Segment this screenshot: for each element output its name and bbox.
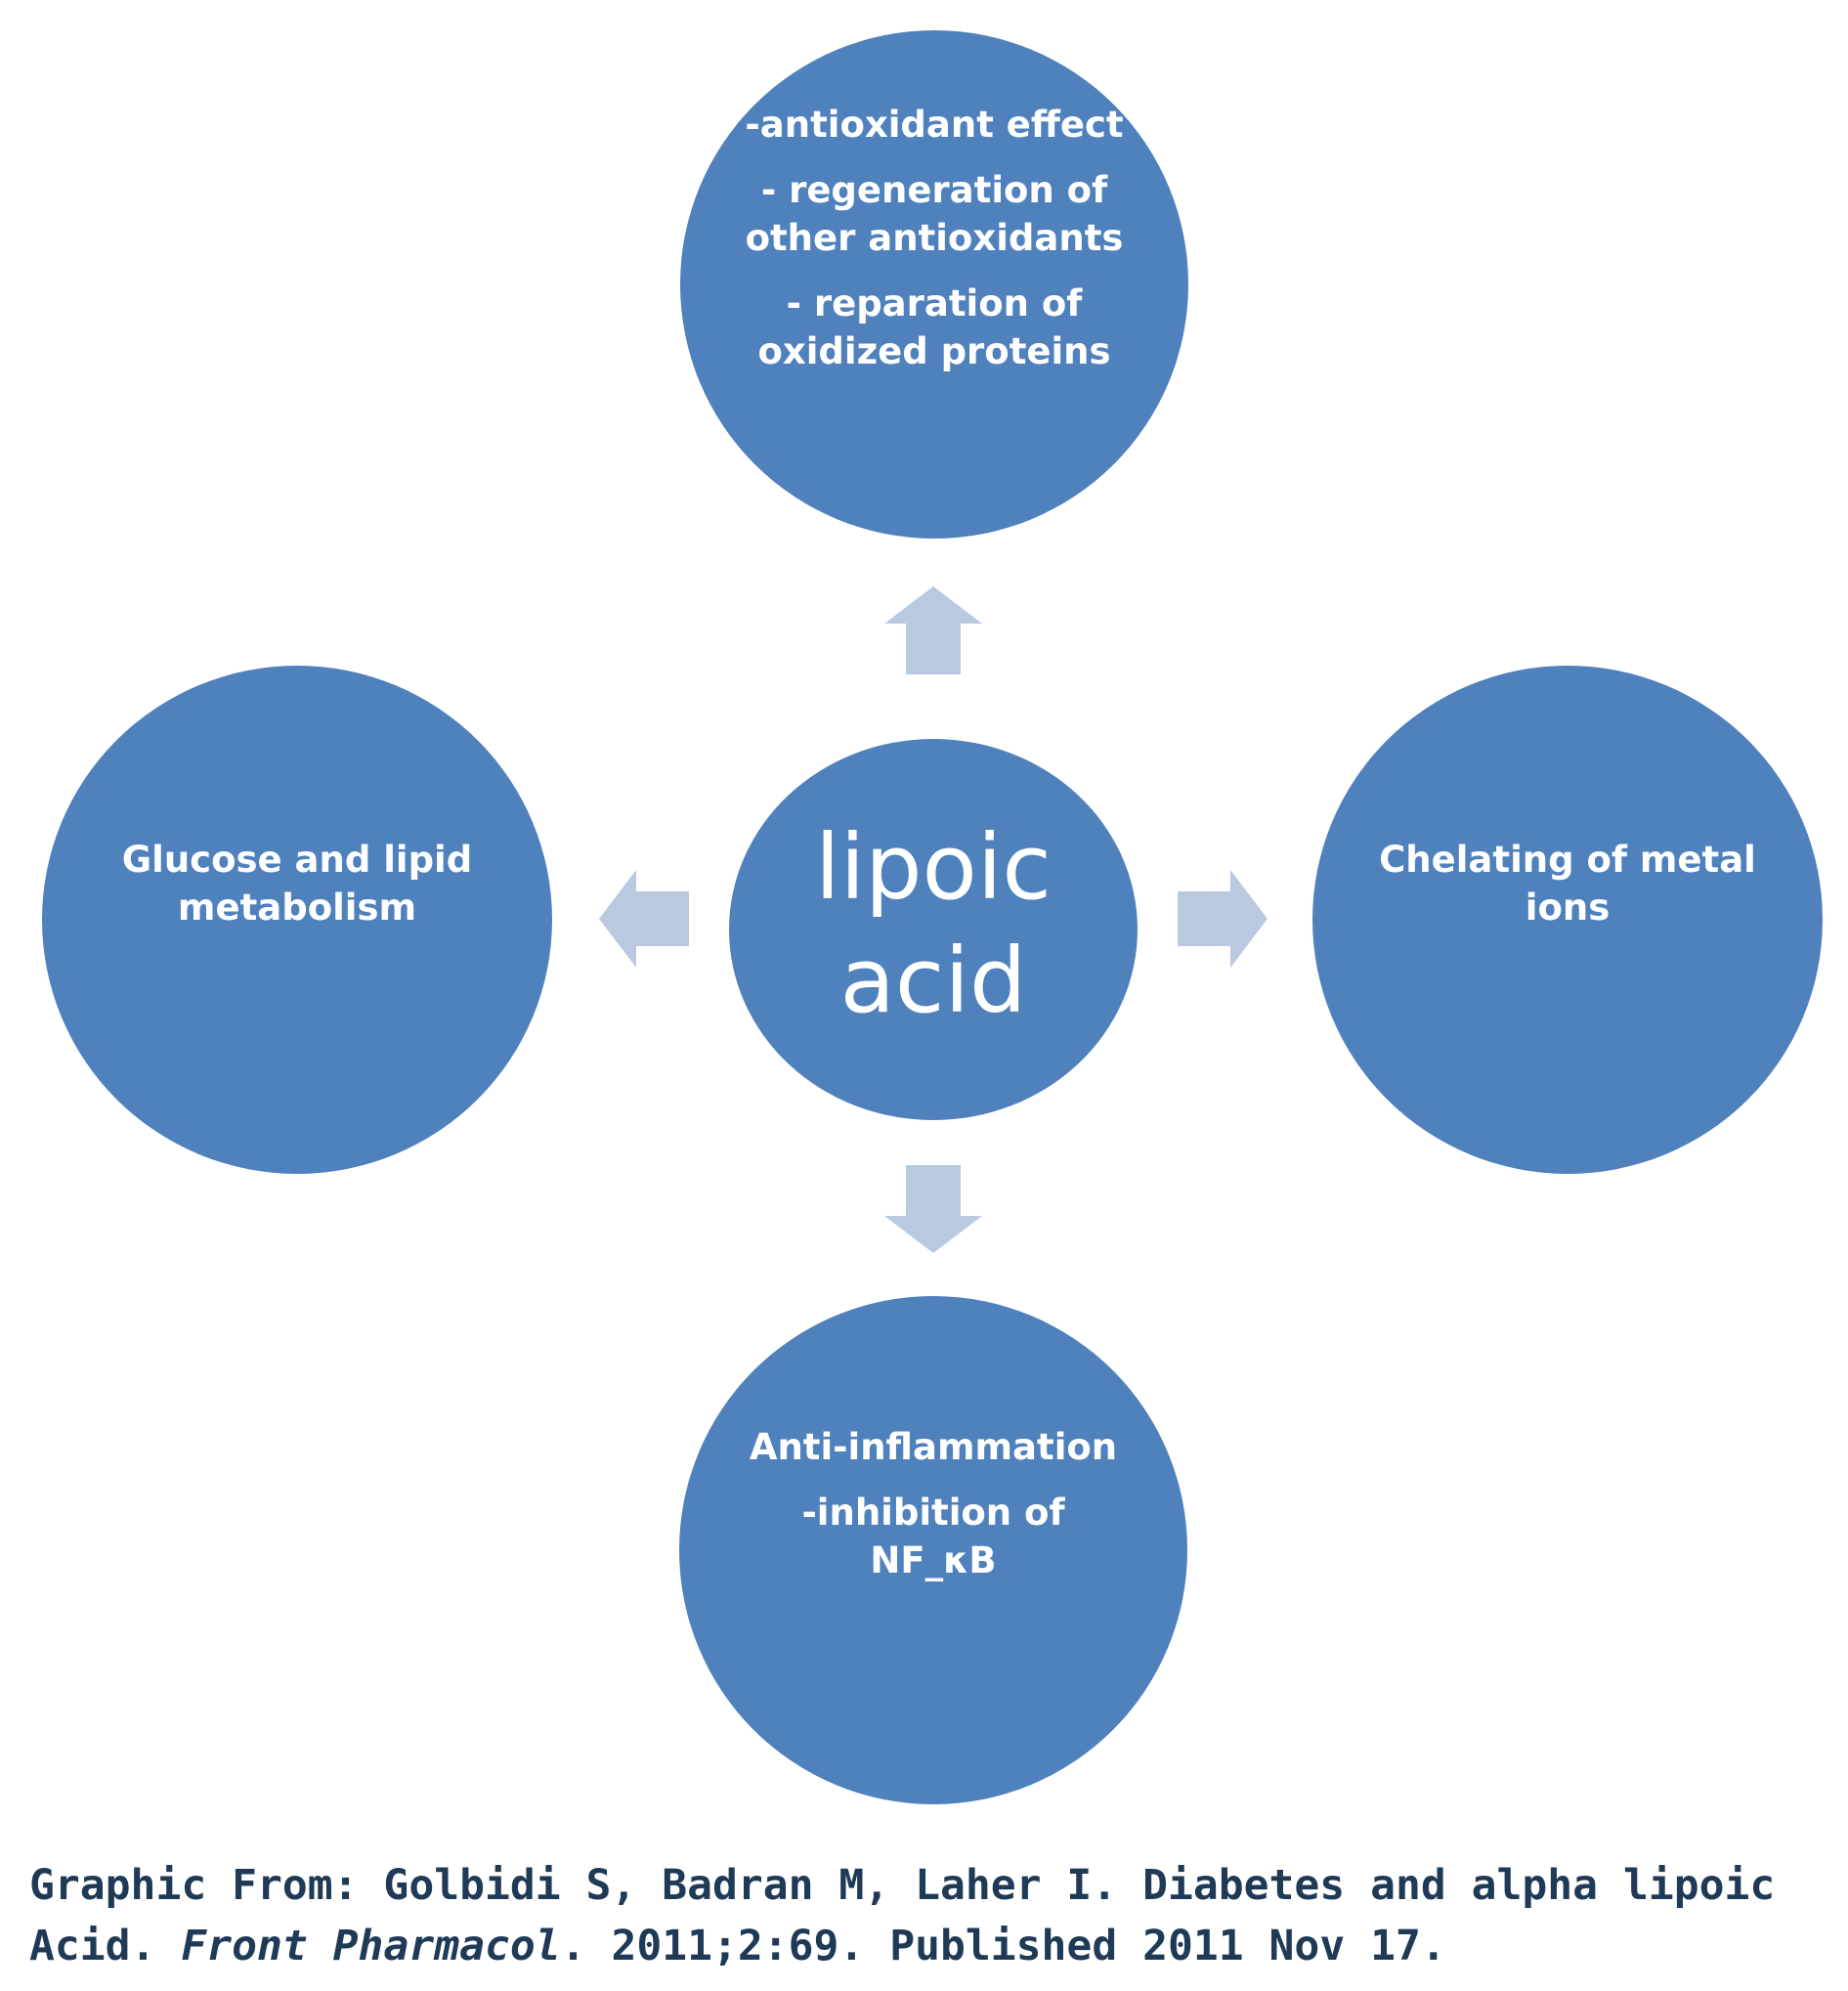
caption-line1: Graphic From: Golbidi S, Badran M, Laher… bbox=[29, 1861, 1776, 1910]
arrow-up-icon bbox=[884, 586, 982, 674]
reparation-text-line2: oxidized proteins bbox=[757, 329, 1111, 372]
antioxidant-effect-text: -antioxidant effect bbox=[745, 103, 1124, 146]
regeneration-text-line2: other antioxidants bbox=[745, 216, 1124, 259]
glucose-text-line1: Glucose and lipid bbox=[121, 839, 473, 881]
chelating-text-line1: Chelating of metal bbox=[1379, 839, 1756, 881]
inhibition-text-line1: -inhibition of bbox=[801, 1491, 1065, 1534]
journal-name: Front Pharmacol bbox=[181, 1922, 561, 1970]
caption-line2-end: . 2011;2:69. Published 2011 Nov 17. bbox=[560, 1922, 1446, 1970]
anti-inflammation-text: Anti-inflammation bbox=[749, 1425, 1118, 1468]
reparation-text-line1: - reparation of bbox=[786, 281, 1083, 325]
center-text-line1: lipoic bbox=[815, 815, 1052, 920]
anti-inflammation-circle: Anti-inflammation -inhibition of NF_κB bbox=[679, 1296, 1187, 1804]
arrow-down-icon bbox=[884, 1165, 982, 1253]
caption-line2: Acid. Front Pharmacol. 2011;2:69. Publis… bbox=[29, 1916, 1827, 1976]
arrow-left-icon bbox=[599, 870, 689, 968]
chelating-metal-ions-circle: Chelating of metal ions bbox=[1312, 666, 1823, 1174]
caption-line2-start: Acid. bbox=[29, 1922, 182, 1970]
arrow-right-icon bbox=[1178, 870, 1268, 968]
glucose-lipid-metabolism-circle: Glucose and lipid metabolism bbox=[42, 666, 552, 1174]
glucose-text-line2: metabolism bbox=[177, 887, 417, 929]
antioxidant-effects-circle: -antioxidant effect - regeneration of ot… bbox=[680, 30, 1188, 539]
source-caption: Graphic From: Golbidi S, Badran M, Laher… bbox=[29, 1855, 1827, 1976]
center-text-line2: acid bbox=[839, 929, 1027, 1033]
inhibition-text-line2: NF_κB bbox=[870, 1538, 997, 1581]
lipoic-acid-center-circle: lipoic acid bbox=[729, 739, 1138, 1120]
chelating-text-line2: ions bbox=[1525, 887, 1611, 929]
regeneration-text-line1: - regeneration of bbox=[760, 168, 1108, 211]
